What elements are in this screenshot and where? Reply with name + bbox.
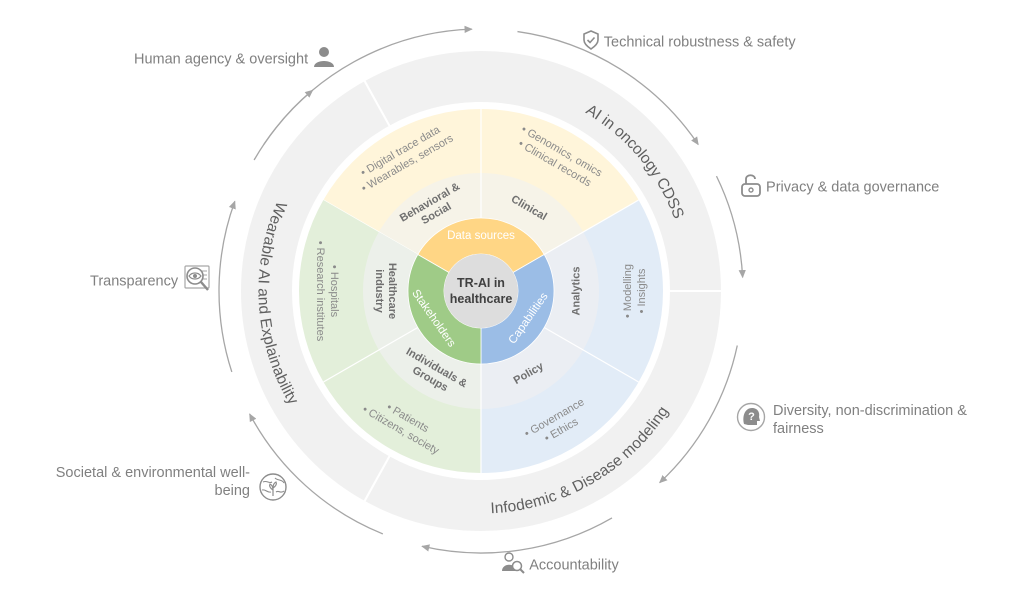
subcategory-inner-band	[544, 232, 599, 350]
principle-label: Technical robustness & safety	[603, 34, 796, 51]
svg-text:?: ?	[748, 411, 755, 423]
segment-divider	[543, 326, 639, 383]
principle-privacy: Privacy & data governance	[740, 172, 939, 203]
subcategory-segment: Behavioral &Social• Digital trace data• …	[323, 109, 481, 256]
principle-human-agency: Human agency & oversight	[134, 46, 336, 73]
principle-cycle-arrows	[218, 25, 746, 554]
subcategory-inner-band	[481, 173, 584, 255]
principle-societal-wellbeing: Societal & environmental well- being	[40, 464, 287, 501]
principle-label: Diversity, non-discrimination &	[773, 403, 967, 419]
core-category-segment: Data sources	[417, 217, 545, 274]
principle-technical-robustness: Technical robustness & safety	[582, 30, 796, 55]
core-category-label: Data sources	[447, 230, 515, 242]
cycle-arrow	[253, 89, 314, 161]
subcategory-segment: Policy• Governance• Ethics	[481, 326, 639, 473]
subcategory-item: • Research institutes	[314, 241, 326, 342]
subcategory-item: • Hospitals	[328, 265, 340, 318]
subcategory-label: Analytics	[570, 267, 582, 316]
subcategory-segment: Analytics • Modelling• Insights	[543, 199, 663, 382]
person-magnifier-icon	[500, 552, 526, 579]
subcategory-ring: Behavioral &Social• Digital trace data• …	[298, 109, 663, 473]
eye-magnifier-icon	[182, 264, 216, 299]
subcategory-segment: Clinical• Genomics, omics• Clinical reco…	[480, 109, 639, 255]
center-title-line1: TR-AI in	[457, 276, 505, 290]
person-icon	[312, 46, 336, 73]
center-circle	[444, 254, 518, 328]
use-case-segment	[239, 78, 392, 504]
cycle-arrow	[421, 517, 613, 554]
principle-transparency: Transparency	[90, 264, 216, 299]
cycle-arrow	[218, 200, 236, 373]
cycle-arrow	[249, 413, 384, 535]
unlocked-padlock-icon	[740, 172, 762, 203]
principle-label-line2: being	[214, 483, 250, 499]
principle-label: Transparency	[90, 273, 179, 290]
principle-label: Accountability	[529, 557, 619, 574]
subcategory-label: industry	[373, 269, 385, 313]
principle-label-line2: fairness	[773, 421, 824, 437]
subcategory-item: • Insights	[636, 268, 648, 313]
subcategory-inner-band	[363, 232, 418, 350]
principle-label: Privacy & data governance	[766, 179, 940, 196]
principle-diversity: ? Diversity, non-discrimination & fairne…	[736, 402, 967, 438]
subcategory-label: Healthcare	[386, 263, 398, 319]
segment-divider	[323, 326, 419, 383]
principle-accountability: Accountability	[500, 552, 619, 579]
center-title-line2: healthcare	[450, 292, 513, 306]
subcategory-inner-band	[378, 173, 481, 255]
subcategory-item: • Modelling	[622, 264, 634, 318]
subcategory-inner-band	[481, 327, 584, 409]
subcategory-segment: Individuals &Groups• Patients• Citizens,…	[323, 327, 482, 473]
center-hub: TR-AI in healthcare	[444, 254, 518, 328]
shield-check-icon	[582, 30, 600, 55]
cycle-arrow	[715, 175, 746, 279]
segment-divider	[543, 199, 639, 256]
globe-plant-icon	[258, 472, 288, 507]
subcategory-inner-band	[378, 327, 481, 409]
principle-label: Societal & environmental well-	[55, 465, 250, 481]
cycle-arrow	[659, 345, 738, 484]
head-question-icon: ?	[736, 402, 766, 437]
cycle-arrow	[517, 30, 699, 146]
principle-label: Human agency & oversight	[134, 51, 309, 68]
